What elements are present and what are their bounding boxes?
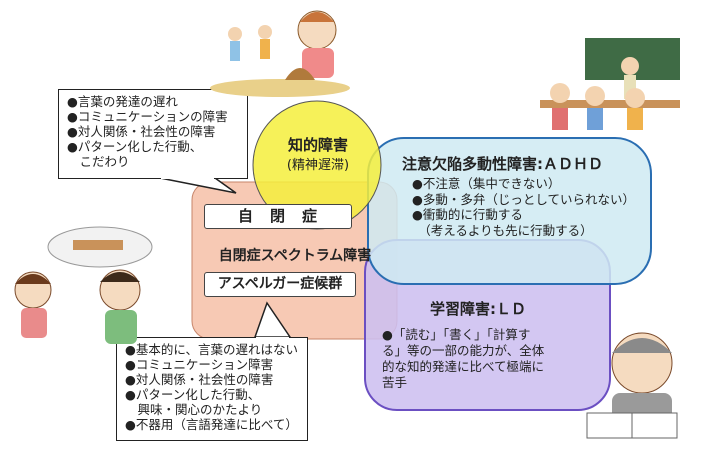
ld-line-2: る」等の一部の能力が、全体 <box>382 343 545 358</box>
adhd-item-2: ●多動・多弁（じっとしていられない） <box>412 191 636 207</box>
asperger-trait-5: 興味・関心のかたより <box>125 402 263 417</box>
bottom-callout-top-edge-left <box>116 337 256 338</box>
autism-trait-4: ●パターン化した行動、 <box>67 139 203 154</box>
classroom-illustration <box>540 38 680 130</box>
children-with-toys-illustration <box>14 226 153 344</box>
asperger-label: アスペルガー症候群 <box>217 276 343 292</box>
ld-line-1: ●「読む」「書く」「計算す <box>382 327 531 342</box>
callout-bottom-edge-right <box>214 178 248 179</box>
autism-trait-1: ●言葉の発達の遅れ <box>67 94 178 109</box>
callout-bottom-edge-left <box>58 178 161 179</box>
adhd-title: 注意欠陥多動性障害:ＡＤＨＤ <box>402 155 603 173</box>
ld-title: 学習障害:ＬＤ <box>430 300 526 318</box>
asperger-label-box: アスペルガー症候群 <box>204 272 356 297</box>
asperger-traits-callout: ●基本的に、言葉の遅れはない ●コミュニケーション障害 ●対人関係・社会性の障害… <box>116 337 308 441</box>
asperger-trait-6: ●不器用（言語発達に比べて） <box>125 417 298 432</box>
asperger-trait-4: ●パターン化した行動、 <box>125 387 261 402</box>
intellectual-subtitle: (精神遅滞) <box>286 158 350 173</box>
child-playing-sand-illustration <box>210 10 350 97</box>
spectrum-label: 自閉症スペクトラム障害 <box>218 248 372 264</box>
adhd-region <box>367 137 652 285</box>
ld-description: ●「読む」「書く」「計算す る」等の一部の能力が、全体 的な知的発達に比べて極端… <box>382 327 544 391</box>
autism-traits-callout: ●言葉の発達の遅れ ●コミュニケーションの障害 ●対人関係・社会性の障害 ●パタ… <box>58 89 248 179</box>
autism-trait-5: こだわり <box>67 154 130 169</box>
ld-line-3: 的な知的発達に比べて極端に <box>382 359 545 374</box>
asperger-trait-1: ●基本的に、言葉の遅れはない <box>125 342 299 357</box>
autism-label: 自 閉 症 <box>237 207 318 225</box>
student-studying-illustration <box>586 332 678 439</box>
autism-trait-3: ●対人関係・社会性の障害 <box>67 124 216 139</box>
asperger-trait-2: ●コミュニケーション障害 <box>125 357 274 372</box>
intellectual-title: 知的障害 <box>287 136 348 154</box>
autism-trait-2: ●コミュニケーションの障害 <box>67 109 228 124</box>
adhd-item-1: ●不注意（集中できない） <box>412 176 561 191</box>
bottom-callout-top-edge-right <box>289 337 308 338</box>
ld-line-4: 苦手 <box>382 375 408 390</box>
adhd-items: ●不注意（集中できない） ●多動・多弁（じっとしていられない） ●衝動的に行動す… <box>412 176 635 238</box>
intellectual-circle <box>252 100 382 230</box>
adhd-item-3: ●衝動的に行動する <box>412 207 523 222</box>
asperger-trait-3: ●対人関係・社会性の障害 <box>125 372 274 387</box>
adhd-item-4: （考えるよりも先に行動する） <box>412 222 593 238</box>
autism-label-box: 自 閉 症 <box>204 204 352 229</box>
